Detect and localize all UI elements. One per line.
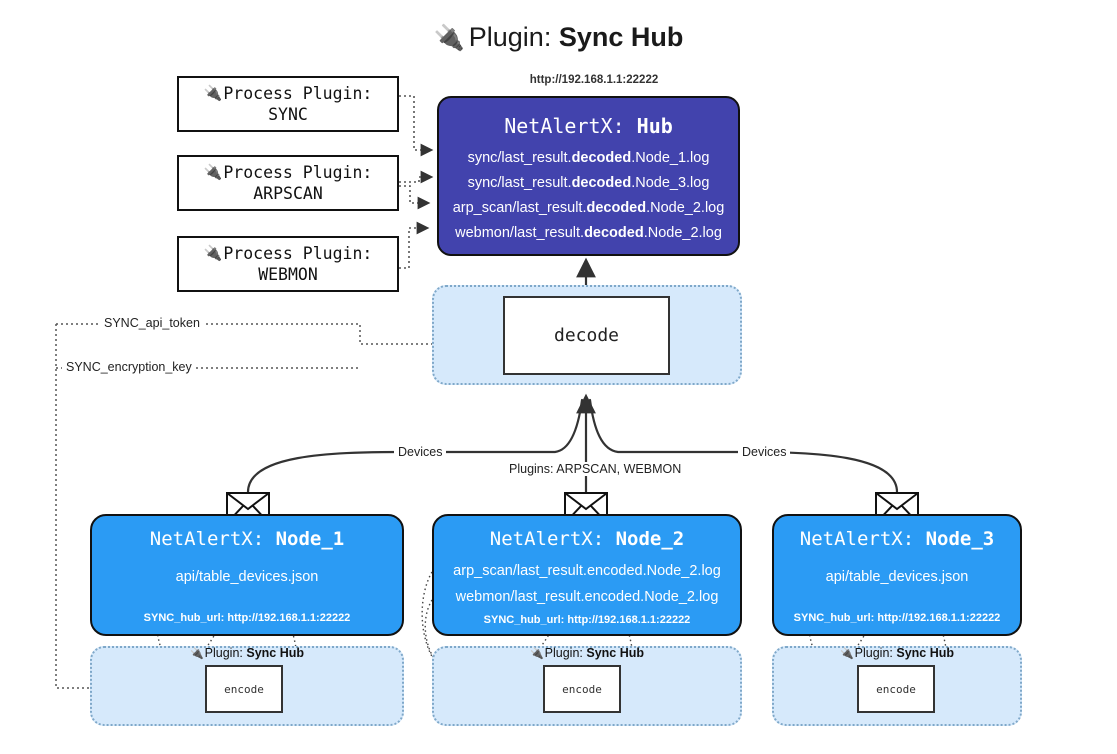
decode-box[interactable]: decode	[503, 296, 670, 375]
hub-log-line: arp_scan/last_result.decoded.Node_2.log	[452, 200, 725, 216]
node-title: NetAlertX: Node_1	[149, 528, 345, 550]
hub-log-line: webmon/last_result.decoded.Node_2.log	[455, 225, 722, 241]
page-title-name: Sync Hub	[558, 22, 684, 52]
node-resource-line: api/table_devices.json	[175, 569, 319, 585]
edge-label-devices-right: Devices	[738, 445, 791, 459]
hub-box[interactable]: NetAlertX: Hub sync/last_result.decoded.…	[437, 96, 740, 256]
process-plugin-label: Process Plugin:	[223, 163, 373, 182]
hub-title-prefix: NetAlertX:	[504, 114, 625, 138]
plug-icon: 🔌	[203, 163, 223, 181]
plug-icon: 🔌	[839, 648, 854, 660]
encode-box-node-1[interactable]: encode	[205, 665, 283, 713]
node-box-node-3[interactable]: NetAlertX: Node_3 api/table_devices.json…	[772, 514, 1022, 636]
encode-box-node-2[interactable]: encode	[543, 665, 621, 713]
process-plugin-box-sync[interactable]: 🔌Process Plugin: SYNC	[177, 76, 399, 132]
page-title-prefix: Plugin:	[468, 22, 552, 52]
node-resource-line: arp_scan/last_result.encoded.Node_2.log	[453, 563, 721, 579]
node-resource-line: webmon/last_result.encoded.Node_2.log	[455, 589, 719, 605]
node-hub-url: SYNC_hub_url: http://192.168.1.1:22222	[143, 612, 351, 624]
encode-box-node-3[interactable]: encode	[857, 665, 935, 713]
edge-label-devices-left: Devices	[394, 445, 447, 459]
process-plugin-box-webmon[interactable]: 🔌Process Plugin: WEBMON	[177, 236, 399, 292]
process-plugin-label: Process Plugin:	[223, 84, 373, 103]
process-plugin-name: SYNC	[268, 105, 308, 124]
hub-title: NetAlertX: Hub	[439, 114, 738, 138]
node-hub-url: SYNC_hub_url: http://192.168.1.1:22222	[483, 614, 691, 626]
plug-icon: 🔌	[433, 24, 465, 52]
node-title: NetAlertX: Node_3	[799, 528, 995, 550]
node-title: NetAlertX: Node_2	[489, 528, 685, 550]
strip-label: 🔌Plugin: Sync Hub	[189, 646, 305, 660]
setting-label-encryption-key: SYNC_encryption_key	[62, 360, 196, 374]
strip-label: 🔌Plugin: Sync Hub	[839, 646, 955, 660]
strip-label: 🔌Plugin: Sync Hub	[529, 646, 645, 660]
hub-title-name: Hub	[636, 114, 673, 138]
plug-icon: 🔌	[203, 84, 223, 102]
hub-log-line: sync/last_result.decoded.Node_1.log	[467, 150, 710, 166]
plug-icon: 🔌	[529, 648, 544, 660]
page-title: 🔌Plugin: Sync Hub	[0, 16, 1117, 59]
setting-label-api-token: SYNC_api_token	[100, 316, 204, 330]
node-resource-line: api/table_devices.json	[825, 569, 969, 585]
node-hub-url: SYNC_hub_url: http://192.168.1.1:22222	[793, 612, 1001, 624]
process-plugin-name: ARPSCAN	[253, 184, 323, 203]
node-box-node-1[interactable]: NetAlertX: Node_1 api/table_devices.json…	[90, 514, 404, 636]
hub-log-line: sync/last_result.decoded.Node_3.log	[467, 175, 710, 191]
plug-icon: 🔌	[203, 244, 223, 262]
node-box-node-2[interactable]: NetAlertX: Node_2 arp_scan/last_result.e…	[432, 514, 742, 636]
process-plugin-label: Process Plugin:	[223, 244, 373, 263]
edge-label-plugins-center: Plugins: ARPSCAN, WEBMON	[505, 462, 686, 476]
process-plugin-name: WEBMON	[258, 265, 318, 284]
plug-icon: 🔌	[189, 648, 204, 660]
hub-url-label: http://192.168.1.1:22222	[529, 74, 659, 86]
process-plugin-box-arpscan[interactable]: 🔌Process Plugin: ARPSCAN	[177, 155, 399, 211]
